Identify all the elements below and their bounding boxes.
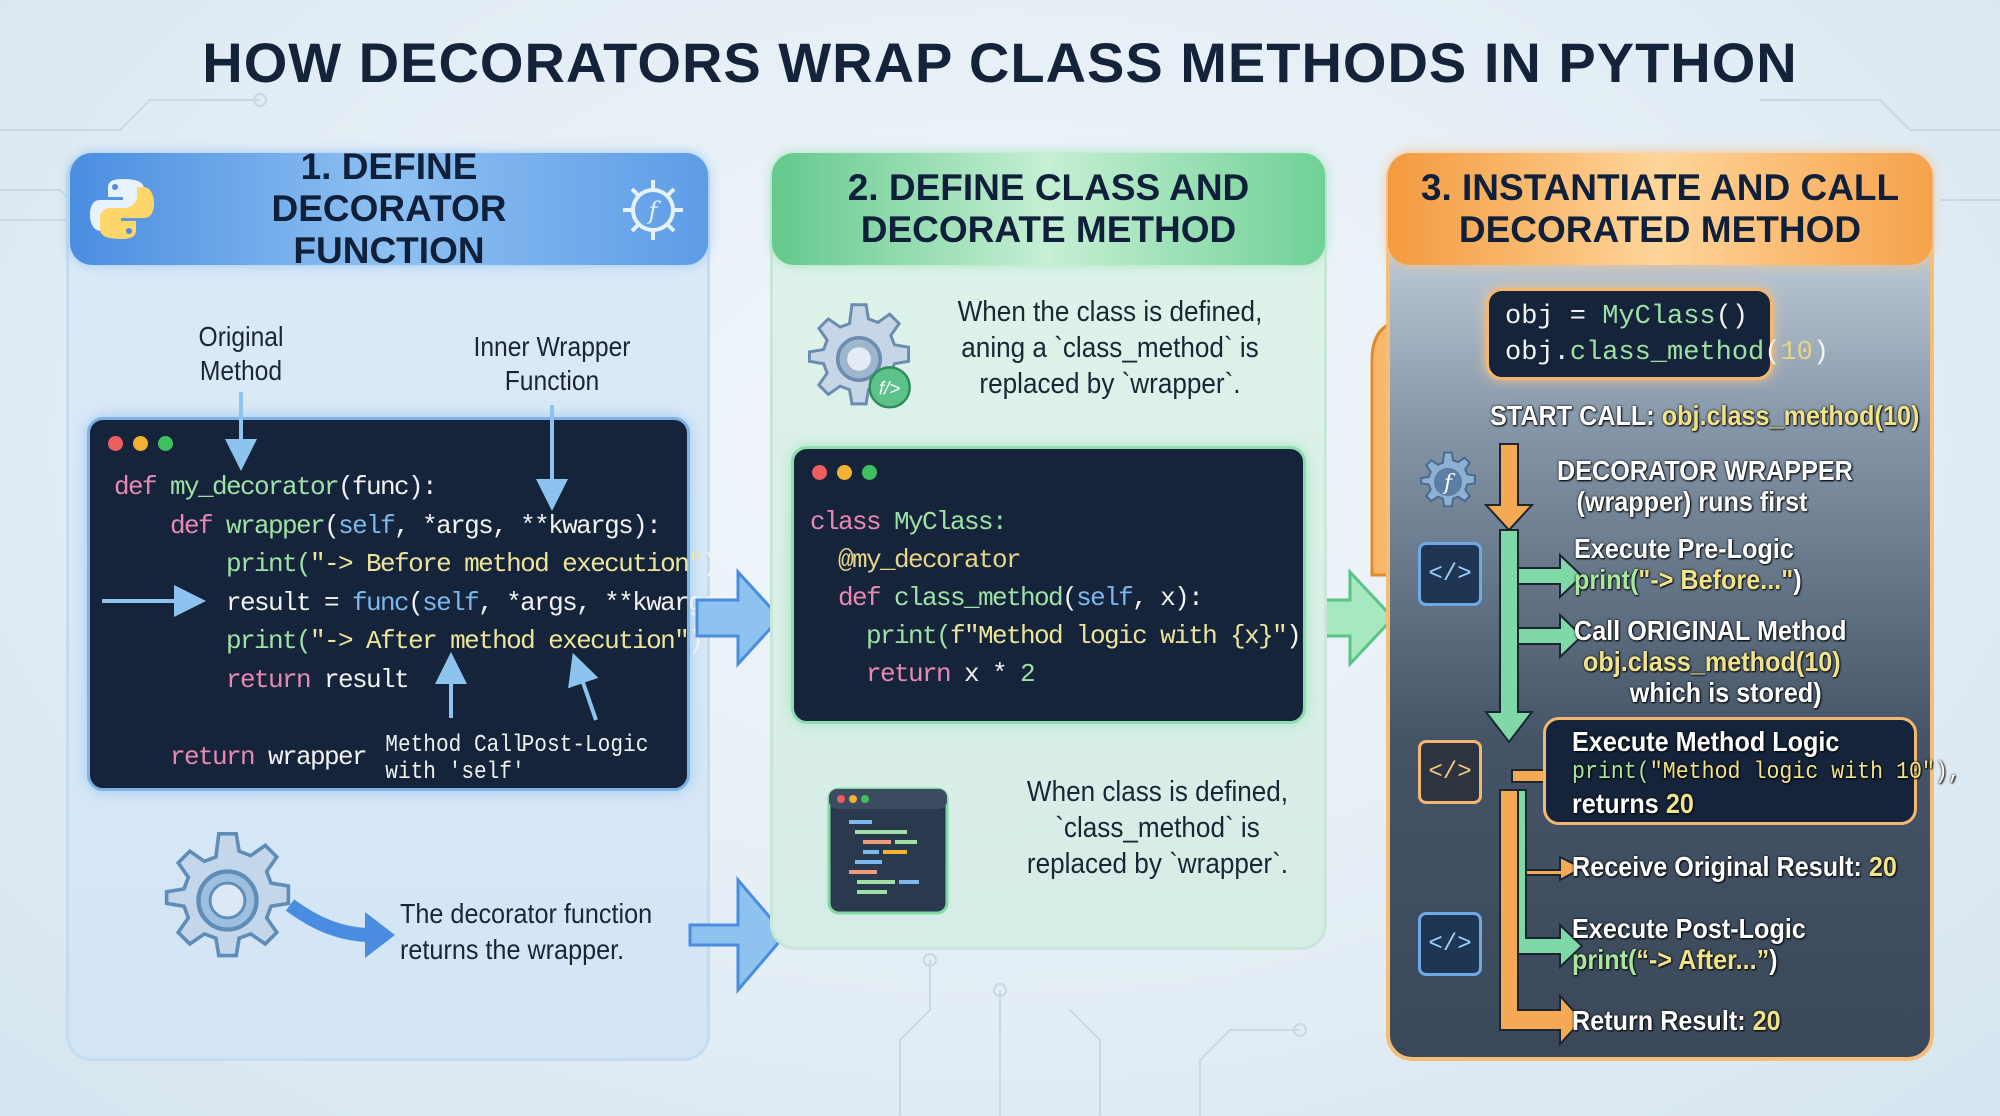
- code-token: print(: [114, 549, 312, 579]
- code-token: (: [408, 587, 424, 618]
- window-dots: [812, 465, 877, 480]
- code-token: def: [810, 583, 895, 613]
- code-token: def: [114, 510, 227, 541]
- code-line: result = func(self, *args, **kwargs): [114, 587, 732, 618]
- panel1-header-text: 1. DEFINE DECORATOR FUNCTION: [271, 146, 507, 271]
- code-token: 2: [1020, 659, 1036, 689]
- code-token: print(: [114, 626, 312, 656]
- code-token: "-> After method execution": [310, 626, 690, 656]
- code-token: f"Method logic with {x}": [950, 621, 1288, 651]
- code-token: x *: [964, 659, 1021, 689]
- code-line: print(f"Method logic with {x}"): [810, 621, 1302, 651]
- code-token: wrapper: [268, 741, 368, 772]
- page-title: HOW DECORATORS WRAP CLASS METHODS IN PYT…: [202, 31, 1798, 94]
- code-token: result: [324, 664, 410, 695]
- instantiate-code-block: obj = MyClass() obj.class_method(10): [1486, 288, 1830, 380]
- code-line: print("-> Before method execution"): [114, 549, 718, 579]
- panel3-header-text: 3. INSTANTIATE AND CALL DECORATED METHOD: [1420, 167, 1900, 250]
- code-token: self: [338, 510, 396, 541]
- svg-text:f: f: [647, 197, 662, 225]
- code-token: result =: [114, 587, 353, 618]
- code-line-2: obj.class_method(10): [1505, 338, 1830, 368]
- code-line: print("-> After method execution"): [114, 626, 704, 656]
- code-token: (: [1062, 583, 1078, 613]
- code-token: return: [810, 659, 965, 689]
- gear-icon: [164, 831, 291, 958]
- code-token: , *args, **kwargs):: [394, 510, 662, 541]
- class-code-block: class MyClass: @my_decorator def class_m…: [791, 446, 1306, 724]
- class-defined-note-top: When the class is defined, aning a `clas…: [957, 296, 1263, 400]
- code-token: class: [810, 507, 895, 537]
- code-line: @my_decorator: [810, 545, 1022, 575]
- code-token: wrapper: [226, 510, 326, 541]
- code-token: print(: [810, 621, 952, 651]
- code-token: , *args, **kwargs): [478, 587, 732, 618]
- start-call-label: START CALL: obj.class_method(10): [1490, 400, 1920, 431]
- code-token: ): [702, 549, 718, 579]
- code-token: return: [114, 741, 269, 772]
- code-tag-icon: </>: [1418, 912, 1482, 976]
- panel2-header-text: 2. DEFINE CLASS AND DECORATE METHOD: [847, 167, 1250, 250]
- code-token: self: [1076, 583, 1134, 613]
- window-dots: [108, 436, 173, 451]
- code-token: , x):: [1132, 583, 1204, 613]
- decorator-returns-note: The decorator function returns the wrapp…: [400, 898, 653, 965]
- code-line-1: obj = MyClass(): [1505, 302, 1749, 332]
- function-gear-icon: f: [623, 180, 683, 240]
- code-token: @my_decorator: [810, 545, 1022, 575]
- function-gear-icon: f: [1420, 451, 1476, 508]
- annotation-method-call: Method Call with 'self': [385, 732, 525, 786]
- code-line: return wrapper: [114, 741, 368, 772]
- return-result-step: Return Result: 20: [1572, 1005, 1781, 1036]
- panel3-header: 3. INSTANTIATE AND CALL DECORATED METHOD: [1388, 153, 1932, 265]
- code-tag-icon: </>: [1418, 740, 1482, 804]
- code-token: func: [352, 587, 410, 618]
- code-token: self: [422, 587, 480, 618]
- method-logic-box: [1543, 717, 1917, 825]
- gear-function-icon: f/>: [807, 303, 911, 409]
- panel2-header: 2. DEFINE CLASS AND DECORATE METHOD: [772, 153, 1325, 265]
- code-token: class_method: [894, 583, 1064, 613]
- code-tag-icon: </>: [1418, 542, 1482, 606]
- code-token: return: [114, 664, 325, 695]
- code-token: MyClass:: [894, 507, 1008, 537]
- code-line: class MyClass:: [810, 507, 1008, 537]
- code-token: "-> Before method execution": [310, 549, 704, 579]
- code-token: ): [688, 626, 704, 656]
- label-inner-wrapper: Inner Wrapper Function: [473, 331, 631, 396]
- code-token: (func):: [338, 472, 438, 502]
- code-token: def: [114, 472, 171, 502]
- receive-result-step: Receive Original Result: 20: [1572, 851, 1897, 882]
- svg-text:f/>: f/>: [879, 377, 901, 398]
- code-line: def my_decorator(func):: [114, 472, 438, 502]
- class-defined-note-bottom: When class is defined, `class_method` is…: [1026, 776, 1289, 880]
- annotation-post-logic: Post-Logic: [521, 732, 649, 759]
- code-line: return x * 2: [810, 659, 1036, 689]
- code-editor-icon: [827, 787, 949, 915]
- label-original-method: Original Method: [198, 321, 284, 386]
- code-token: (: [324, 510, 340, 541]
- decorator-code-block: def my_decorator(func): def wrapper(self…: [87, 417, 732, 791]
- code-token: ): [1286, 621, 1302, 651]
- panel1-header: 1. DEFINE DECORATOR FUNCTION: [70, 146, 708, 271]
- code-line: def class_method(self, x):: [810, 583, 1204, 613]
- decorator-wrapper-step: DECORATOR WRAPPER(wrapper) runs first: [1557, 455, 1853, 517]
- code-line: return result: [114, 664, 410, 695]
- python-logo-icon: [90, 179, 154, 239]
- code-line: def wrapper(self, *args, **kwargs):: [114, 510, 662, 541]
- code-token: my_decorator: [170, 472, 340, 502]
